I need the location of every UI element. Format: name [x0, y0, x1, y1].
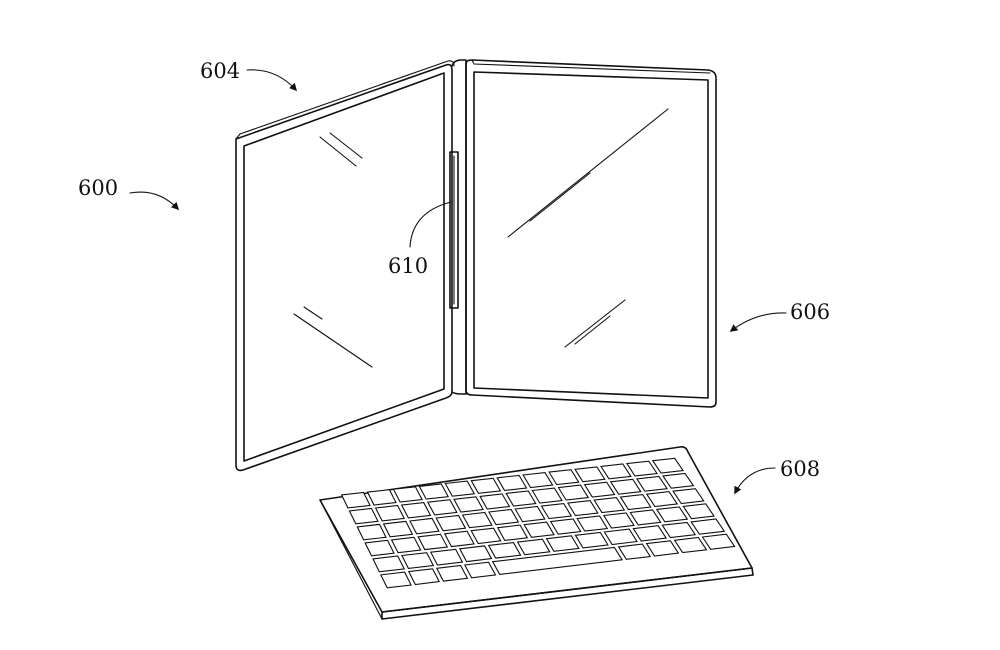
key-r2-9	[593, 497, 626, 514]
key-r0-7	[522, 472, 554, 489]
key-r3-12	[682, 503, 715, 520]
key-r2-0	[356, 523, 387, 541]
key-r0-3	[418, 483, 450, 500]
key-r4-9	[632, 525, 668, 542]
key-r4-5	[516, 538, 551, 556]
key-r1-3	[426, 499, 458, 516]
key-r5-7	[673, 536, 708, 554]
key-r0-4	[444, 480, 476, 497]
key-r3-10	[629, 509, 662, 526]
right-display	[465, 59, 717, 408]
key-r1-2	[400, 502, 432, 519]
key-r5-0	[379, 571, 412, 589]
key-r2-5	[488, 508, 520, 526]
key-r0-11	[625, 460, 658, 477]
key-r2-2	[409, 517, 440, 535]
key-r4-6	[545, 535, 580, 552]
key-r1-6	[505, 490, 537, 507]
key-r3-9	[602, 512, 635, 529]
key-r3-6	[523, 521, 555, 538]
key-r2-4	[461, 511, 493, 529]
key-r1-8	[557, 484, 590, 501]
key-r0-0	[340, 491, 371, 509]
key-r4-3	[458, 545, 493, 563]
key-r0-8	[548, 469, 580, 486]
key-r5-4	[491, 546, 624, 575]
key-r5-3	[463, 561, 497, 579]
key-r3-5	[496, 524, 529, 541]
left-display	[235, 60, 455, 472]
key-r3-7	[549, 518, 582, 535]
key-r1-11	[635, 475, 669, 492]
key-r0-9	[574, 466, 606, 483]
key-r5-5	[617, 543, 652, 560]
key-r2-3	[435, 514, 467, 532]
key-r0-12	[651, 457, 685, 474]
label-604: 604	[200, 59, 240, 83]
key-r2-1	[382, 520, 414, 538]
key-r0-2	[392, 486, 423, 503]
key-r2-12	[672, 488, 705, 505]
key-r2-11	[645, 491, 679, 508]
key-r3-11	[655, 506, 689, 523]
key-r3-8	[576, 515, 609, 532]
key-r1-9	[583, 481, 616, 498]
key-r2-8	[566, 500, 599, 517]
label-608: 608	[780, 457, 820, 481]
arrow-600	[129, 191, 180, 211]
key-r4-11	[690, 518, 726, 535]
key-r1-10	[609, 478, 642, 495]
keyboard	[319, 446, 754, 620]
key-r3-2	[417, 533, 449, 551]
key-r2-7	[540, 503, 573, 520]
label-610: 610	[388, 254, 428, 278]
key-r1-4	[453, 496, 484, 513]
key-r1-5	[479, 493, 511, 510]
key-r0-1	[366, 489, 397, 506]
label-606: 606	[790, 300, 830, 324]
reference-labels: 600 604 606 608 610	[78, 59, 830, 481]
key-r1-1	[374, 504, 406, 522]
key-r0-6	[496, 474, 528, 491]
label-600: 600	[78, 176, 118, 200]
key-r3-0	[364, 539, 395, 557]
key-r4-2	[429, 548, 464, 566]
key-r2-6	[514, 505, 546, 523]
arrow-606	[729, 312, 787, 332]
leader-lines	[129, 69, 787, 495]
arrow-608	[734, 467, 776, 495]
key-r5-8	[701, 533, 736, 550]
key-r4-4	[487, 542, 522, 559]
key-r3-4	[470, 527, 502, 545]
key-r0-5	[470, 477, 502, 494]
key-r1-12	[662, 472, 695, 489]
key-r2-10	[619, 494, 652, 511]
key-r5-2	[435, 564, 469, 582]
key-r1-0	[348, 507, 379, 525]
key-r4-8	[603, 528, 638, 546]
key-r4-10	[661, 521, 697, 539]
leader-610	[409, 201, 452, 248]
key-r4-7	[574, 531, 609, 549]
arrow-604	[246, 69, 298, 92]
key-r5-6	[645, 540, 680, 557]
key-r4-1	[401, 552, 435, 569]
key-r5-1	[407, 568, 441, 586]
key-r3-1	[390, 536, 422, 554]
key-r3-3	[443, 530, 475, 548]
key-r1-7	[531, 487, 563, 504]
key-r4-0	[372, 555, 406, 573]
keyboard-keys	[340, 457, 736, 589]
key-r0-10	[600, 463, 632, 480]
